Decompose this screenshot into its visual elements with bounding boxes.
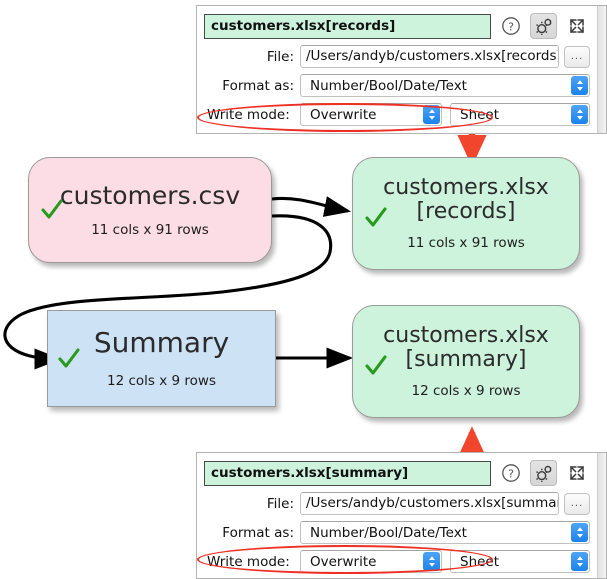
panel-title-field[interactable]: customers.xlsx[summary]	[204, 460, 491, 486]
write-mode-row: Write mode: Overwrite Sheet	[204, 550, 590, 573]
node-title-line1: customers.xlsx	[383, 323, 549, 349]
expand-button[interactable]	[563, 460, 590, 486]
output-settings-panel-records[interactable]: customers.xlsx[records] ?	[196, 5, 607, 134]
stepper-icon[interactable]	[571, 76, 588, 95]
file-path-input[interactable]: /Users/andyb/customers.xlsx[summary]	[300, 492, 559, 515]
node-subtitle: 12 cols x 9 rows	[411, 382, 521, 399]
settings-button[interactable]	[530, 13, 557, 39]
node-subtitle: 12 cols x 9 rows	[107, 372, 216, 389]
format-select[interactable]: Number/Bool/Date/Text	[300, 521, 590, 544]
expand-icon	[569, 466, 584, 480]
node-title-line2: [records]	[416, 199, 516, 224]
format-label: Format as:	[222, 77, 294, 94]
stepper-icon[interactable]	[571, 552, 588, 571]
write-mode-row: Write mode: Overwrite Sheet	[204, 103, 590, 126]
browse-button[interactable]: ...	[564, 45, 590, 68]
write-mode-label: Write mode:	[207, 553, 290, 570]
file-label: File:	[266, 48, 294, 65]
file-row: File: /Users/andyb/customers.xlsx[summar…	[204, 492, 590, 515]
write-mode-label: Write mode:	[207, 106, 290, 123]
panel-scrollbar[interactable]	[597, 453, 606, 578]
gear-icon	[536, 465, 552, 482]
expand-button[interactable]	[563, 13, 590, 39]
format-row: Format as: Number/Bool/Date/Text	[204, 74, 590, 97]
format-label: Format as:	[222, 524, 294, 541]
green-check-icon	[58, 347, 80, 368]
node-subtitle: 11 cols x 91 rows	[407, 234, 525, 251]
format-select[interactable]: Number/Bool/Date/Text	[300, 74, 590, 97]
panel-header-row: customers.xlsx[records] ?	[204, 13, 590, 39]
flow-node-customers-csv[interactable]: customers.csv 11 cols x 91 rows	[28, 157, 272, 263]
node-title-line1: customers.xlsx	[383, 175, 549, 201]
svg-text:?: ?	[508, 20, 514, 33]
panel-header-row: customers.xlsx[summary] ?	[204, 460, 590, 486]
node-title: Summary	[93, 326, 230, 360]
output-settings-panel-summary[interactable]: customers.xlsx[summary] ?	[196, 452, 607, 579]
help-icon: ?	[501, 17, 520, 35]
stepper-icon[interactable]	[571, 105, 588, 124]
write-mode-select[interactable]: Overwrite	[300, 550, 442, 573]
green-check-icon	[365, 355, 387, 375]
stepper-icon[interactable]	[423, 105, 440, 124]
help-button[interactable]: ?	[497, 460, 524, 486]
help-icon: ?	[501, 464, 520, 482]
node-subtitle: 11 cols x 91 rows	[91, 222, 209, 238]
write-mode-value: Overwrite	[310, 106, 377, 123]
format-row: Format as: Number/Bool/Date/Text	[204, 521, 590, 544]
panel-scrollbar[interactable]	[597, 6, 606, 133]
expand-icon	[569, 19, 584, 33]
edge-csv-to-records	[271, 196, 352, 217]
browse-button[interactable]: ...	[564, 492, 590, 515]
file-path-input[interactable]: /Users/andyb/customers.xlsx[records]	[300, 45, 559, 68]
panel-title-field[interactable]: customers.xlsx[records]	[204, 13, 491, 39]
stepper-icon[interactable]	[571, 523, 588, 542]
write-mode-value: Overwrite	[310, 553, 377, 570]
help-button[interactable]: ?	[497, 13, 524, 39]
node-title: customers.csv	[59, 181, 241, 210]
file-label: File:	[266, 495, 294, 512]
flow-node-customers-xlsx-records[interactable]: customers.xlsx [records] 11 cols x 91 ro…	[352, 157, 580, 270]
write-mode-select[interactable]: Overwrite	[300, 103, 442, 126]
gear-icon	[536, 18, 552, 35]
format-select-value: Number/Bool/Date/Text	[310, 524, 467, 541]
green-check-icon	[365, 207, 387, 227]
write-scope-value: Sheet	[460, 553, 500, 570]
flow-node-customers-xlsx-summary[interactable]: customers.xlsx [summary] 12 cols x 9 row…	[352, 305, 580, 418]
stepper-icon[interactable]	[423, 552, 440, 571]
flow-node-summary[interactable]: Summary 12 cols x 9 rows	[47, 310, 276, 407]
write-scope-value: Sheet	[460, 106, 500, 123]
write-scope-select[interactable]: Sheet	[450, 550, 590, 573]
format-select-value: Number/Bool/Date/Text	[310, 77, 467, 94]
settings-button[interactable]	[530, 460, 557, 486]
svg-text:?: ?	[508, 467, 514, 480]
write-scope-select[interactable]: Sheet	[450, 103, 590, 126]
node-title-line2: [summary]	[405, 347, 527, 372]
file-row: File: /Users/andyb/customers.xlsx[record…	[204, 45, 590, 68]
